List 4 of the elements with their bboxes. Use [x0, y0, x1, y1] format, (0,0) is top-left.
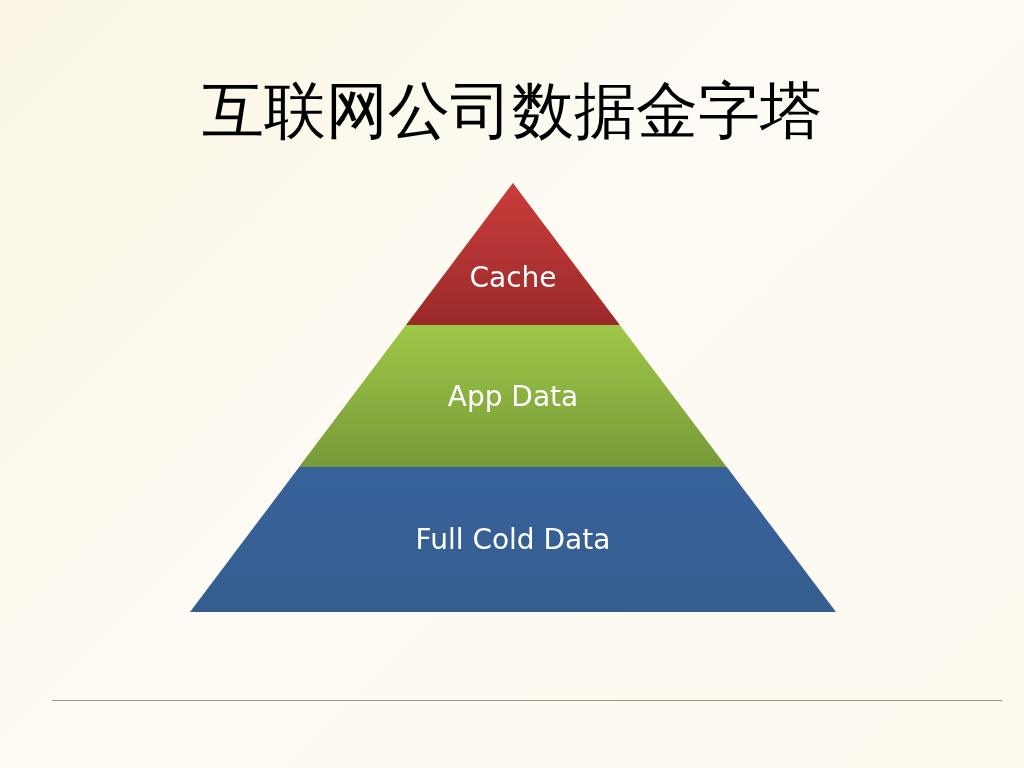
tier-label: Cache — [469, 262, 557, 295]
tier-label: Full Cold Data — [415, 523, 611, 556]
slide-title: 互联网公司数据金字塔 — [202, 78, 822, 144]
tier-label: App Data — [447, 381, 579, 414]
